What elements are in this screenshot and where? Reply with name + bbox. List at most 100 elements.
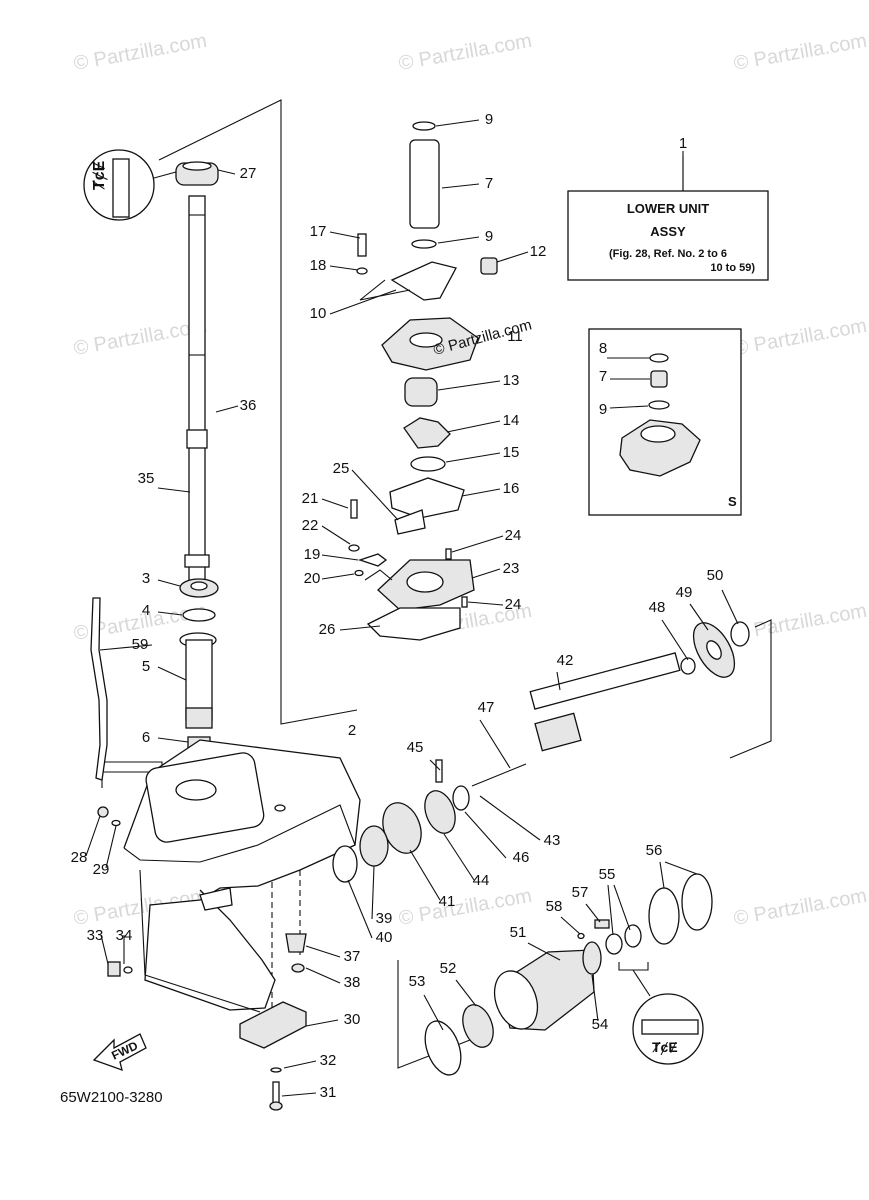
callout-54: 54 <box>592 1016 609 1033</box>
title-line3: (Fig. 28, Ref. No. 2 to 6 <box>609 248 727 260</box>
oil-seal-27 <box>175 161 219 186</box>
callout-22: 22 <box>302 517 319 534</box>
leader-line <box>351 469 399 521</box>
watermark-text: © Partzilla.com <box>732 30 869 75</box>
callout-59: 59 <box>132 636 149 653</box>
leader-line <box>99 644 153 651</box>
leader-line <box>100 934 109 965</box>
leader-line <box>479 719 511 769</box>
callout-48: 48 <box>649 599 666 616</box>
callout-27: 27 <box>240 165 257 182</box>
leader-line <box>527 942 561 961</box>
callout-5: 5 <box>142 658 150 675</box>
leader-line <box>329 265 359 271</box>
inset-bushing-7 <box>650 370 668 388</box>
inset-callout-7: 7 <box>599 368 607 385</box>
callout-11: 11 <box>507 328 523 345</box>
leader-line <box>591 974 599 1022</box>
leader-line <box>451 535 504 553</box>
leader-line <box>339 625 381 631</box>
leader-line <box>371 865 375 920</box>
callout-53: 53 <box>409 973 426 990</box>
leader-line <box>305 1019 339 1027</box>
inset-box: S <box>588 328 742 516</box>
shift-rod-59 <box>90 597 108 781</box>
inset-callout-9: 9 <box>599 401 607 418</box>
lower-case-2 <box>123 739 361 1013</box>
leader-line <box>441 183 480 189</box>
callout-23: 23 <box>503 560 520 577</box>
leader-line <box>321 525 351 545</box>
drawing-number: 65W2100-3280 <box>60 1089 163 1106</box>
callout-10: 10 <box>310 305 327 322</box>
callout-35: 35 <box>138 470 155 487</box>
leader-line <box>85 815 101 857</box>
watermark-text: © Partzilla.com <box>732 600 869 645</box>
callout-39: 39 <box>376 910 393 927</box>
leader-line <box>443 833 475 881</box>
drive-shaft <box>184 195 210 587</box>
grease-circle-right: ȾȼɆ <box>618 962 704 1065</box>
leader-line <box>659 861 665 889</box>
title-line2: ASSY <box>650 224 686 239</box>
leader-line <box>217 169 236 175</box>
leader-line <box>613 884 631 931</box>
watermark-text: © Partzilla.com <box>72 315 209 360</box>
leader-line <box>215 405 239 413</box>
inset-housing <box>619 419 701 477</box>
leader-line <box>661 619 689 661</box>
callout-45: 45 <box>407 739 424 756</box>
leader-line <box>283 1060 317 1069</box>
callout-30: 30 <box>344 1011 361 1028</box>
callout-4: 4 <box>142 602 150 619</box>
callout-c24b: 24 <box>505 596 522 613</box>
leader-line <box>479 795 541 841</box>
callout-26: 26 <box>319 621 336 638</box>
leader-line <box>423 994 444 1031</box>
callout-40: 40 <box>376 929 393 946</box>
water-pump-group <box>348 121 498 641</box>
callout-32: 32 <box>320 1052 337 1069</box>
callout-19: 19 <box>304 546 321 563</box>
callout-42: 42 <box>557 652 574 669</box>
leader-line <box>321 573 355 580</box>
callout-28: 28 <box>71 849 88 866</box>
leader-line <box>461 488 501 497</box>
leader-line <box>585 903 601 923</box>
watermark-text: © Partzilla.com <box>732 885 869 930</box>
callout-13: 13 <box>503 372 520 389</box>
leader-line <box>429 759 441 771</box>
callout-37: 37 <box>344 948 361 965</box>
leader-line <box>321 498 349 509</box>
leader-line <box>556 671 561 691</box>
callout-15: 15 <box>503 444 520 461</box>
callout-52: 52 <box>440 960 457 977</box>
callout-50: 50 <box>707 567 724 584</box>
callout-55: 55 <box>599 866 616 883</box>
leader-line <box>305 967 341 984</box>
leader-line <box>157 737 189 743</box>
leader-line <box>321 554 359 561</box>
callout-3: 3 <box>142 570 150 587</box>
callout-18: 18 <box>310 257 327 274</box>
callout-47: 47 <box>478 699 495 716</box>
leader-line <box>329 231 361 239</box>
grease-symbol-icon: ȾȼɆ <box>91 160 108 190</box>
leader-line <box>435 119 480 127</box>
callout-33: 33 <box>87 927 104 944</box>
callout-6: 6 <box>142 729 150 746</box>
leader-line <box>437 236 480 244</box>
callout-2: 2 <box>348 722 356 739</box>
leader-line <box>157 666 187 681</box>
callout-58: 58 <box>546 898 563 915</box>
leader-line <box>329 289 397 315</box>
leader-line <box>607 884 614 936</box>
title-box: LOWER UNIT ASSY (Fig. 28, Ref. No. 2 to … <box>567 151 769 281</box>
title-line1: LOWER UNIT <box>627 201 709 216</box>
callout-44: 44 <box>473 872 490 889</box>
callout-49: 49 <box>676 584 693 601</box>
leader-line <box>664 861 698 875</box>
small-fasteners <box>97 806 307 1111</box>
callout-57: 57 <box>572 884 589 901</box>
